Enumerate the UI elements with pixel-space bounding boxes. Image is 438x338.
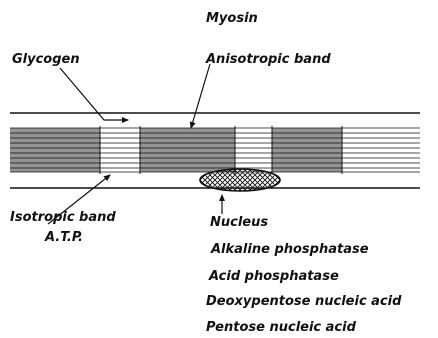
a-band-center [140,128,235,172]
label-isotropic-band: Isotropic band [10,210,116,225]
label-nucleus: Nucleus [210,215,268,230]
label-glycogen: Glycogen [12,52,80,67]
label-myosin: Myosin [206,11,258,26]
label-anisotropic-band: Anisotropic band [205,52,331,67]
anisotropic-band-arrow [191,64,210,128]
label-atp: A.T.P. [44,230,83,245]
anisotropic-band-blocks [10,128,342,172]
a-band-left [10,128,100,172]
label-alkaline-phosphatase: Alkaline phosphatase [210,242,369,257]
nucleus-shape [200,169,280,191]
label-pentose-nucleic-acid: Pentose nucleic acid [206,320,357,335]
a-band-right [272,128,342,172]
label-deoxypentose-nucleic-acid: Deoxypentose nucleic acid [206,294,402,309]
label-acid-phosphatase: Acid phosphatase [208,269,339,284]
